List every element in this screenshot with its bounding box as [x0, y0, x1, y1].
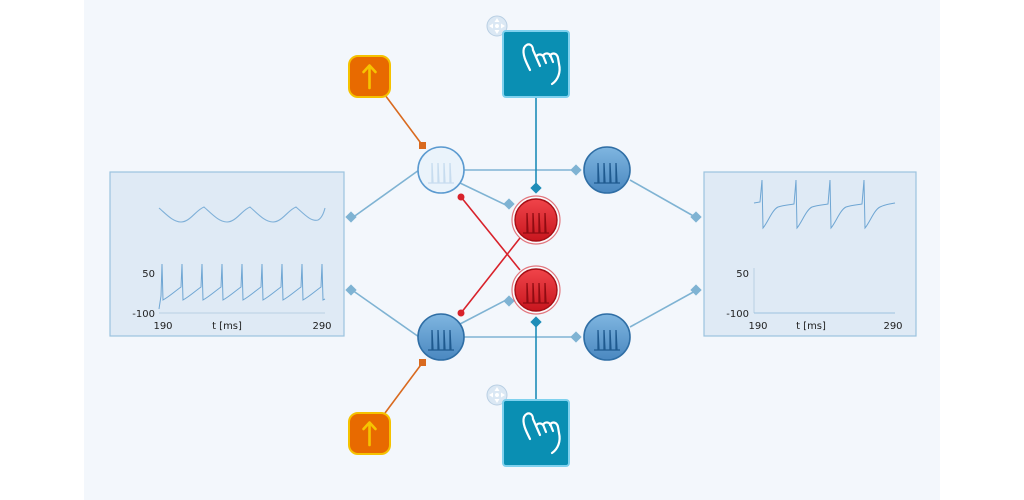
- spike-train-icon: [428, 162, 454, 184]
- endpoint-dot: [457, 309, 465, 317]
- connection-n1-n3: [459, 182, 511, 208]
- touch-stimulator-bottom[interactable]: [502, 399, 570, 467]
- endpoint-diamond: [503, 295, 515, 307]
- right-x-max-label: 290: [883, 321, 902, 332]
- endpoint-diamond: [503, 198, 515, 210]
- connection-n2-n4: [459, 297, 511, 325]
- left-input-trace: [158, 206, 326, 223]
- connection-endpoints: [345, 142, 702, 366]
- spike-train-icon: [523, 282, 549, 304]
- up-arrow-icon: [362, 421, 377, 447]
- neuron-excitatory-bottom-right[interactable]: [583, 313, 631, 361]
- connection-left-recorder-bottom: [351, 289, 420, 338]
- endpoint-diamond: [690, 211, 702, 223]
- left-voltage-trace: [158, 263, 326, 310]
- endpoint-diamond: [690, 284, 702, 296]
- endpoint-square: [419, 142, 426, 149]
- hand-pointer-icon: [522, 43, 561, 86]
- left-recorder-panel[interactable]: 50 -100 190 t [ms] 290: [109, 171, 345, 337]
- left-y-max-label: 50: [142, 269, 155, 280]
- hand-pointer-icon: [522, 412, 561, 455]
- touch-stimulator-top[interactable]: [502, 30, 570, 98]
- neuron-inhibitory-top[interactable]: [511, 195, 561, 245]
- endpoint-diamond: [570, 331, 582, 343]
- neuron-inactive-top-left[interactable]: [417, 146, 465, 194]
- endpoint-diamond: [345, 211, 357, 223]
- connection-input-bottom: [384, 361, 424, 414]
- endpoint-square: [419, 359, 426, 366]
- connection-left-recorder-top: [351, 169, 420, 219]
- connection-inhibitory-1: [460, 196, 521, 271]
- connection-input-top: [384, 94, 424, 147]
- right-x-min-label: 190: [748, 321, 767, 332]
- right-y-max-label: 50: [736, 269, 749, 280]
- connection-right-recorder-bottom: [629, 289, 698, 328]
- neuron-inhibitory-bottom[interactable]: [511, 265, 561, 315]
- connection-inhibitory-2: [460, 237, 521, 314]
- left-x-max-label: 290: [312, 321, 331, 332]
- connections: [351, 94, 698, 414]
- left-x-min-label: 190: [153, 321, 172, 332]
- left-x-axis-label: t [ms]: [212, 321, 242, 332]
- neuron-excitatory-top-right[interactable]: [583, 146, 631, 194]
- right-y-min-label: -100: [726, 309, 749, 320]
- spike-train-icon: [594, 162, 620, 184]
- right-recorder-panel[interactable]: 50 -100 190 t [ms] 290: [703, 171, 917, 337]
- left-y-min-label: -100: [132, 309, 155, 320]
- right-voltage-trace: [753, 179, 896, 230]
- spike-train-icon: [428, 329, 454, 351]
- endpoint-diamond: [570, 164, 582, 176]
- move-handle-icon[interactable]: [486, 15, 508, 37]
- spike-train-icon: [594, 329, 620, 351]
- right-x-axis-label: t [ms]: [796, 321, 826, 332]
- up-arrow-icon: [362, 64, 377, 90]
- move-handle-icon[interactable]: [486, 384, 508, 406]
- endpoint-diamond: [345, 284, 357, 296]
- endpoint-dot: [457, 193, 465, 201]
- neuron-excitatory-bottom-left[interactable]: [417, 313, 465, 361]
- endpoint-diamond: [530, 316, 542, 328]
- connection-right-recorder-top: [629, 179, 698, 219]
- endpoint-diamond: [530, 182, 542, 194]
- spike-train-icon: [523, 212, 549, 234]
- input-generator-bottom[interactable]: [348, 412, 391, 455]
- input-generator-top[interactable]: [348, 55, 391, 98]
